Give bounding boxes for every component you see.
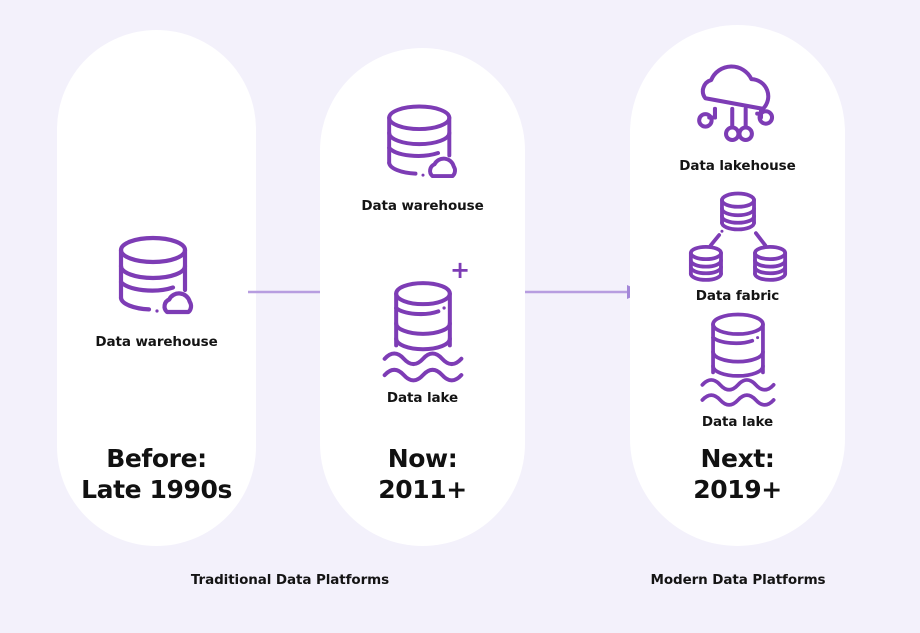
era-line-2: 2011+ [378, 474, 467, 504]
icon-block-next-data-fabric: Data fabric [630, 190, 845, 304]
database-cloud-icon [386, 104, 457, 179]
database-waves-icon [699, 312, 776, 407]
pill-before [57, 30, 256, 546]
icon-block-next-data-lakehouse: Data lakehouse [630, 58, 845, 174]
cloud-nodes-icon [696, 64, 774, 143]
icon-label: Data warehouse [361, 198, 484, 214]
icon-label: Data lakehouse [679, 158, 796, 174]
pill-now [320, 48, 525, 546]
database-network-icon [688, 191, 787, 282]
icon-block-before-data-warehouse: Data warehouse [57, 232, 256, 350]
icon-label: Data fabric [695, 288, 780, 304]
icon-label: Data lake [386, 390, 459, 406]
era-before: Before: Late 1990s [57, 444, 256, 505]
plus-connector: + [449, 256, 471, 284]
footer-label-traditional: Traditional Data Platforms [190, 572, 390, 588]
era-line-1: Next: [700, 444, 775, 473]
icon-block-now-data-lake: Data lake [320, 278, 525, 406]
database-cloud-icon [118, 235, 193, 315]
icon-block-next-data-lake: Data lake [630, 310, 845, 430]
icon-label: Data lake [701, 414, 774, 430]
footer-label-modern: Modern Data Platforms [650, 572, 826, 588]
pill-next [630, 25, 845, 546]
arrow-now-to-next [525, 282, 645, 302]
icon-block-now-data-warehouse: Data warehouse [320, 100, 525, 214]
era-line-1: Before: [106, 444, 207, 473]
era-next: Next: 2019+ [630, 444, 845, 505]
era-line-2: Late 1990s [81, 474, 232, 504]
era-line-1: Now: [387, 444, 458, 473]
era-line-2: 2019+ [693, 474, 782, 504]
icon-label: Data warehouse [95, 334, 218, 350]
era-now: Now: 2011+ [320, 444, 525, 505]
database-waves-icon [382, 281, 463, 383]
